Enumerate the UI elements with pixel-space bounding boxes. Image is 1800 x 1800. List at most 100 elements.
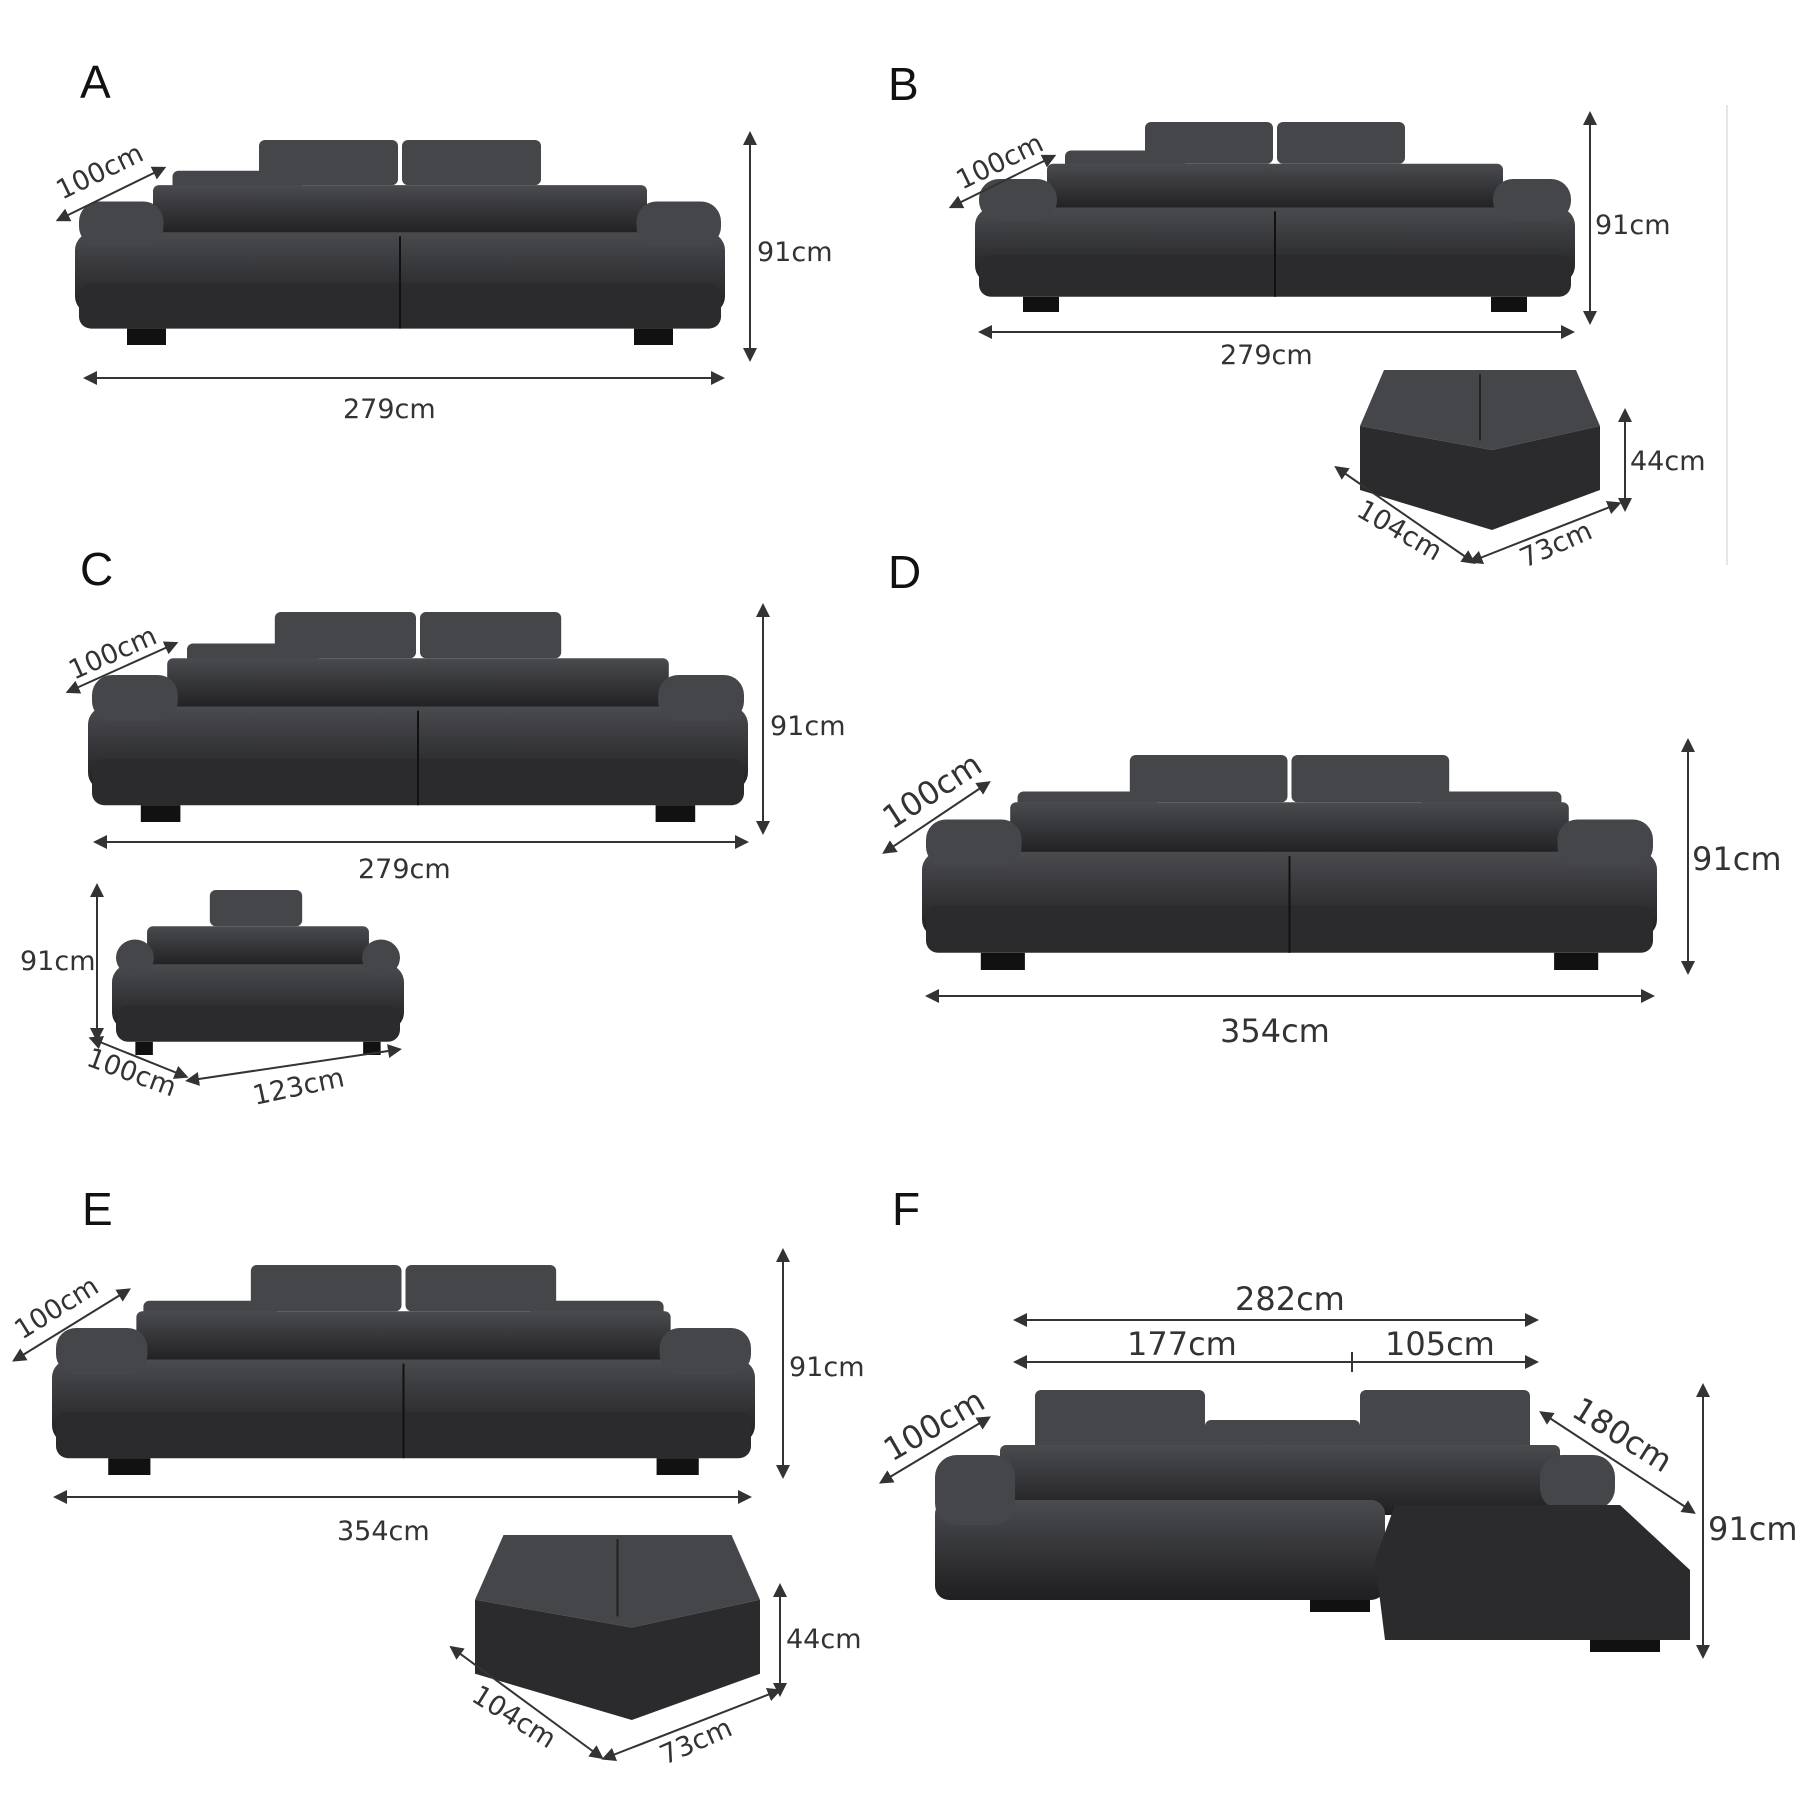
sofa-d-image: [922, 755, 1657, 970]
ottoman-depth-label: 73cm: [655, 1712, 737, 1771]
armrest: [636, 201, 721, 247]
chaise: [1375, 1505, 1690, 1640]
armrest: [56, 1328, 148, 1375]
depth-label: 100cm: [51, 138, 148, 206]
backrest: [147, 926, 369, 968]
seat: [935, 1500, 1385, 1600]
width-label: 279cm: [343, 394, 436, 425]
sofa-c-image: [88, 612, 748, 822]
armrest: [362, 939, 400, 976]
depth-arrow: [55, 166, 167, 222]
headrest: [402, 140, 541, 186]
panel-a: A 100cm 91cm 279cm: [51, 56, 832, 425]
height-label: 91cm: [1708, 1510, 1797, 1548]
height-label: 91cm: [770, 711, 846, 742]
headrest: [1129, 755, 1288, 803]
panel-label-a: A: [80, 56, 111, 108]
foot: [127, 328, 166, 345]
total-width-label: 282cm: [1235, 1280, 1345, 1318]
headrest: [274, 612, 416, 659]
chair-width-arrow: [185, 1044, 402, 1086]
foot: [1554, 952, 1599, 970]
depth-arrow: [65, 641, 179, 694]
panel-label-f: F: [892, 1183, 920, 1235]
ottoman-length-arrow: [449, 1645, 604, 1760]
left-width-label: 177cm: [1127, 1325, 1237, 1363]
ottoman-height-label: 44cm: [786, 1624, 862, 1655]
depth-arrow: [878, 1416, 992, 1484]
foot: [135, 1041, 153, 1055]
backrest: [167, 658, 669, 711]
ottoman-depth-arrow: [601, 1688, 782, 1761]
headrest: [1291, 755, 1450, 803]
base: [116, 1005, 400, 1042]
depth-arrow: [12, 1288, 131, 1362]
headrest: [1277, 122, 1405, 164]
panel-b: B 100cm 91cm 279cm 44cm 104cm 73cm: [888, 58, 1728, 574]
width-label: 354cm: [337, 1516, 430, 1547]
foot: [980, 952, 1025, 970]
sofa-b-image: [975, 122, 1575, 312]
foot: [1590, 1640, 1660, 1652]
headrest: [420, 612, 562, 659]
ottoman-height-label: 44cm: [1630, 446, 1706, 477]
ottoman-e-image: [475, 1535, 760, 1720]
chaise-length-arrow: [1539, 1411, 1696, 1514]
sofa-e-image: [52, 1265, 755, 1475]
ottoman-length-arrow: [1334, 466, 1476, 564]
height-label: 91cm: [1692, 840, 1781, 878]
depth-arrow: [948, 154, 1057, 209]
foot: [108, 1458, 151, 1475]
sectional-sofa-f-image: [935, 1390, 1690, 1652]
armrest: [1540, 1455, 1615, 1510]
armrest: [92, 675, 178, 722]
armrest: [935, 1455, 1015, 1525]
panel-label-b: B: [888, 58, 919, 110]
depth-arrow: [882, 781, 991, 854]
headrest: [250, 1265, 402, 1312]
armrest: [79, 201, 164, 247]
panel-e: E 100cm 91cm 354cm 44cm 104cm 73cm: [9, 1183, 864, 1771]
panel-label-e: E: [82, 1183, 113, 1235]
panel-label-c: C: [80, 543, 113, 595]
headrest: [1145, 122, 1273, 164]
chair-depth-label: 100cm: [83, 1042, 181, 1103]
armrest: [116, 939, 154, 976]
headrest: [259, 140, 398, 186]
foot: [656, 1458, 699, 1475]
ottoman-depth-label: 73cm: [1515, 515, 1597, 574]
headrest: [209, 890, 303, 927]
foot: [1310, 1600, 1370, 1612]
armchair-c-image: [112, 890, 404, 1055]
height-label: 91cm: [789, 1352, 865, 1383]
panel-label-d: D: [888, 546, 921, 598]
foot: [140, 805, 181, 822]
width-label: 279cm: [1220, 340, 1313, 371]
armrest: [658, 675, 744, 722]
foot: [1023, 296, 1059, 312]
backrest: [136, 1311, 671, 1364]
width-label: 279cm: [358, 854, 451, 885]
right-width-label: 105cm: [1385, 1325, 1495, 1363]
ottoman-b-image: [1360, 370, 1600, 530]
backrest: [1000, 1445, 1560, 1515]
chair-height-label: 91cm: [20, 946, 96, 977]
armrest: [1557, 819, 1653, 867]
backrest: [1010, 802, 1569, 857]
backrest: [153, 185, 647, 237]
panel-c: C 100cm 91cm 279cm 91cm 100cm 123cm: [20, 543, 846, 1112]
armrest: [659, 1328, 751, 1375]
foot: [634, 328, 673, 345]
armrest: [926, 819, 1022, 867]
height-label: 91cm: [757, 237, 833, 268]
ottoman-depth-arrow: [1468, 501, 1622, 564]
panel-f: F 282cm 177cm 105cm 100cm 180cm 91cm: [877, 1183, 1797, 1659]
chair-depth-arrow: [88, 1036, 189, 1079]
backrest: [1047, 163, 1503, 212]
foot: [1491, 296, 1527, 312]
armrest: [1493, 179, 1571, 221]
armrest: [979, 179, 1057, 221]
headrest: [405, 1265, 557, 1312]
width-label: 354cm: [1220, 1012, 1330, 1050]
